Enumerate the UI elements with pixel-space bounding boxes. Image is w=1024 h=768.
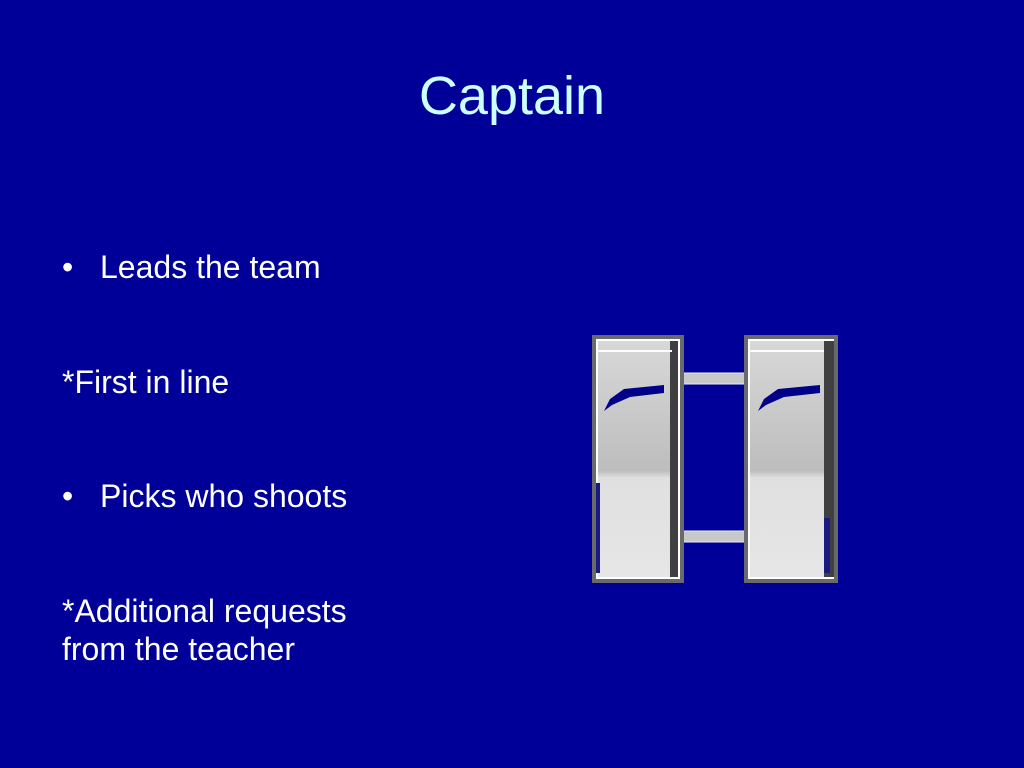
bullet-item-picks: • Picks who shoots: [62, 477, 347, 515]
captain-bars-icon: [592, 335, 838, 583]
connector-bar-bottom: [681, 530, 751, 543]
note-first-in-line: *First in line: [62, 364, 230, 400]
bullet-item-leads: • Leads the team: [62, 248, 321, 286]
bullet-text: Leads the team: [100, 249, 321, 285]
right-bar: [744, 335, 838, 583]
slide-title: Captain: [418, 66, 606, 126]
bullet-dot: •: [62, 478, 74, 514]
note-additional-requests: *Additional requests from the teacher: [62, 593, 347, 667]
left-bar: [592, 335, 684, 583]
bullet-dot: •: [62, 249, 74, 285]
connector-bar-top: [681, 372, 751, 385]
bullet-text: Picks who shoots: [100, 478, 348, 514]
